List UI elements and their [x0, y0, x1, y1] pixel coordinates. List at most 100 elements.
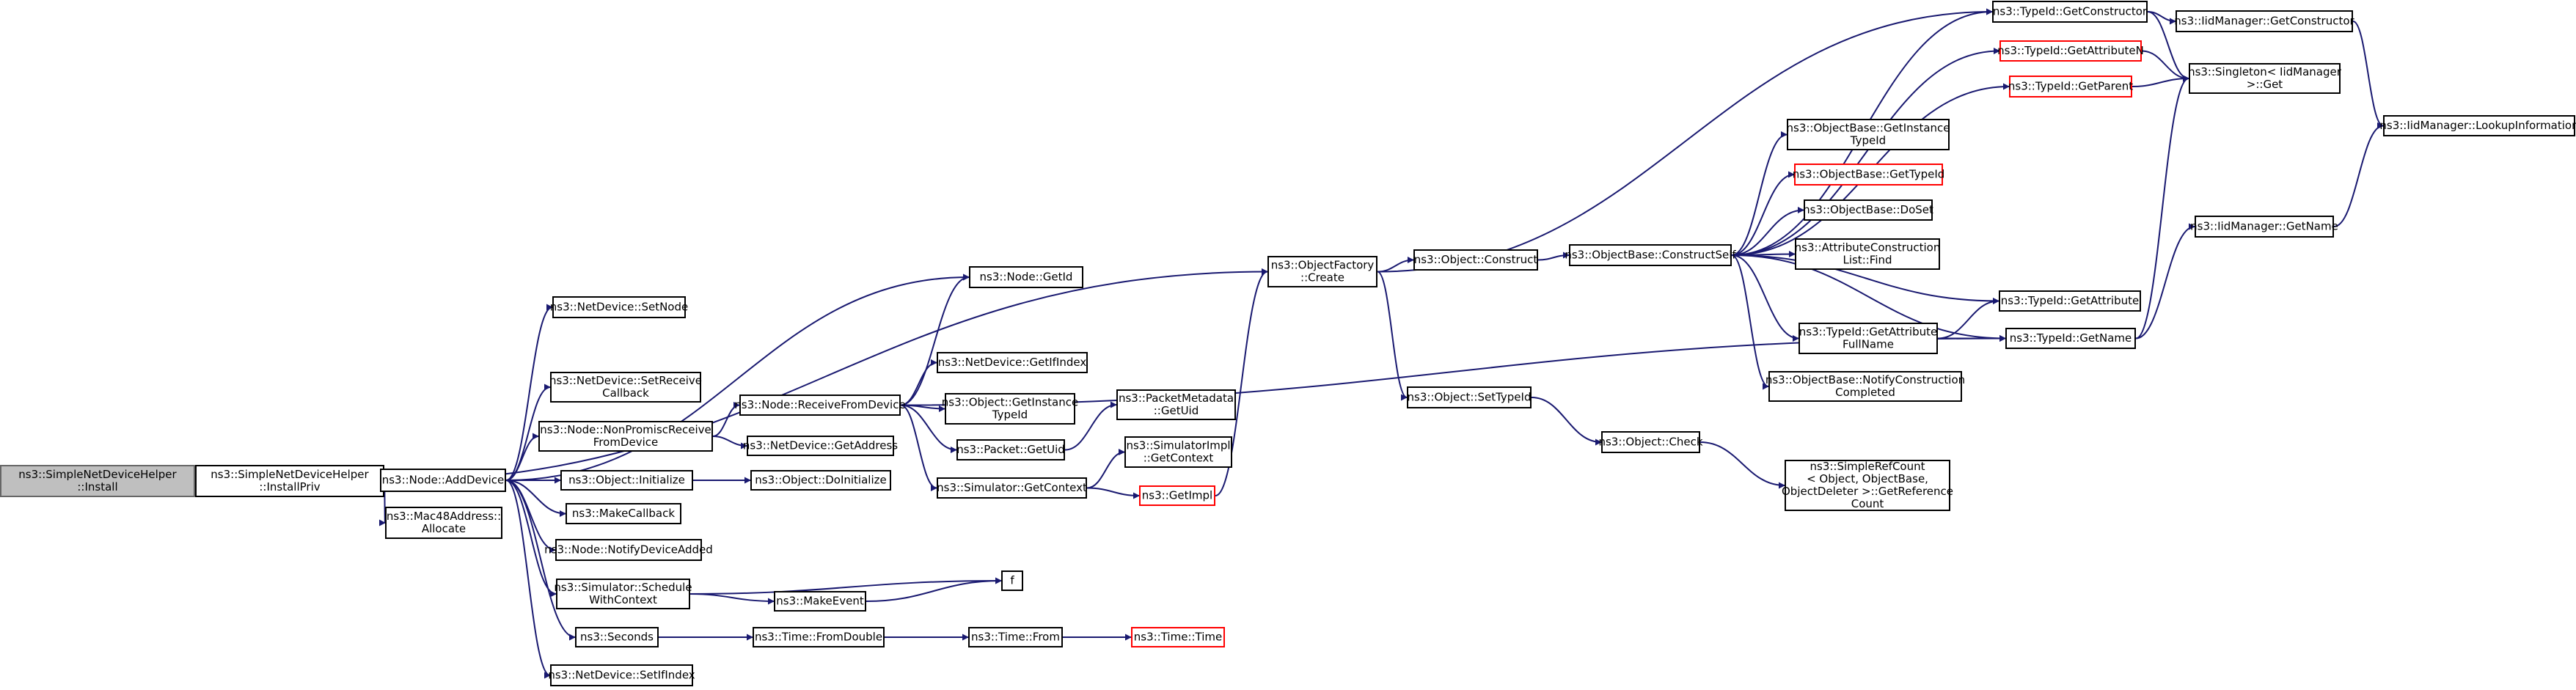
edge-constructself-to-tidgetattrn [1731, 48, 2000, 256]
node-tidgetattr[interactable]: ns3::TypeId::GetAttribute [1999, 290, 2141, 312]
node-simplerefcount[interactable]: ns3::SimpleRefCount< Object, ObjectBase,… [1782, 460, 1953, 511]
node-obnotify[interactable]: ns3::ObjectBase::NotifyConstructionCompl… [1765, 371, 1965, 402]
node-objdoinit[interactable]: ns3::Object::DoInitialize [750, 470, 891, 491]
node-pktmetauid[interactable]: ns3::PacketMetadata::GetUid [1116, 389, 1236, 420]
node-label: ns3::Packet::GetUid [956, 443, 1065, 456]
node-install[interactable]: ns3::SimpleNetDeviceHelper::Install [0, 465, 195, 497]
edge-pktgetuid-to-pktmetauid [1064, 401, 1117, 451]
edge-simgetctx-to-getimpl [1086, 487, 1140, 499]
node-label: ns3::Object::GetInstance [942, 396, 1078, 409]
node-box [2009, 76, 2132, 98]
edge-tidgetname-to-iidgetname [2135, 223, 2195, 340]
node-objsettype[interactable]: ns3::Object::SetTypeId [1407, 386, 1532, 408]
edge-constructself-to-tidgetname [1731, 254, 2006, 342]
node-label: ns3::Time::FromDouble [755, 631, 882, 644]
node-iidgetctor[interactable]: ns3::IidManager::GetConstructor [2174, 10, 2355, 32]
node-label: ns3::MakeEvent [776, 595, 864, 608]
node-makecallback[interactable]: ns3::MakeCallback [566, 503, 681, 524]
edge-makeevent-to-f [866, 577, 1002, 602]
edge-constructself-to-tidgetattrfull [1731, 254, 1799, 342]
node-box [1139, 485, 1215, 506]
node-simimplctx[interactable]: ns3::SimulatorImpl::GetContext [1124, 436, 1232, 468]
edge-simgetctx-to-simimplctx [1086, 449, 1125, 489]
node-box [1601, 431, 1700, 453]
node-makeevent[interactable]: ns3::MakeEvent [774, 591, 866, 612]
node-tidgetname[interactable]: ns3::TypeId::GetName [2005, 328, 2136, 349]
node-label: ns3::ObjectBase::ConstructSelf [1565, 249, 1736, 262]
node-objfactory[interactable]: ns3::ObjectFactory::Create [1267, 256, 1377, 287]
edge-simsched-to-makeevent [689, 593, 775, 605]
node-pktgetuid[interactable]: ns3::Packet::GetUid [956, 439, 1065, 460]
edge-constructself-to-obdoset [1731, 207, 1804, 256]
node-label: ns3::Mac48Address:: [387, 510, 501, 523]
node-installpriv[interactable]: ns3::SimpleNetDeviceHelper::InstallPriv [195, 465, 384, 497]
node-iidgetname[interactable]: ns3::IidManager::GetName [2190, 216, 2338, 238]
node-box [1001, 570, 1023, 591]
node-label: ns3::Seconds [580, 631, 654, 644]
node-objcheck[interactable]: ns3::Object::Check [1598, 431, 1703, 453]
node-label: ns3::SimpleNetDeviceHelper [18, 468, 177, 481]
node-fromdouble[interactable]: ns3::Time::FromDouble [753, 627, 885, 647]
node-timefrom[interactable]: ns3::Time::From [968, 627, 1063, 647]
node-box [1407, 386, 1532, 408]
node-noderecv[interactable]: ns3::Node::ReceiveFromDevice [734, 394, 906, 416]
node-label: ns3::TypeId::GetAttribute [2001, 294, 2139, 307]
node-notifydev[interactable]: ns3::Node::NotifyDeviceAdded [544, 539, 713, 561]
edge-tidgetattrfull-to-tidgetattr [1937, 298, 1999, 340]
node-getimpl[interactable]: ns3::GetImpl [1139, 485, 1215, 506]
node-label: ::GetUid [1154, 404, 1199, 417]
node-label: ::GetContext [1144, 452, 1214, 465]
edge-constructself-to-obgettypeid [1731, 171, 1795, 256]
node-timetime[interactable]: ns3::Time::Time [1131, 627, 1225, 647]
node-label: f [1010, 574, 1014, 587]
node-ndsetnode[interactable]: ns3::NetDevice::SetNode [550, 296, 689, 318]
node-constructself[interactable]: ns3::ObjectBase::ConstructSelf [1565, 244, 1736, 266]
node-box [2189, 63, 2341, 94]
node-box [739, 394, 901, 416]
edge-getimpl-to-objfactory [1215, 268, 1268, 496]
node-box [937, 477, 1087, 499]
edge-adddevice-to-nodegetid [505, 274, 970, 481]
node-ndgetifindex[interactable]: ns3::NetDevice::GetIfIndex [937, 352, 1088, 373]
node-box [385, 507, 502, 539]
node-mac48[interactable]: ns3::Mac48Address::Allocate [385, 507, 502, 539]
node-adddevice[interactable]: ns3::Node::AddDevice [380, 469, 506, 492]
node-label: ns3::IidManager::GetConstructor [2174, 15, 2354, 28]
node-ndsetifindex[interactable]: ns3::NetDevice::SetIfIndex [548, 664, 695, 686]
node-objconstruct[interactable]: ns3::Object::Construct [1413, 249, 1538, 271]
node-obgettypeid[interactable]: ns3::ObjectBase::GetTypeId [1793, 164, 1945, 186]
node-tidgetattrn[interactable]: ns3::TypeId::GetAttributeN [1997, 40, 2144, 62]
node-nodegetid[interactable]: ns3::Node::GetId [969, 266, 1083, 288]
node-box [575, 627, 659, 647]
node-simgetctx[interactable]: ns3::Simulator::GetContext [937, 477, 1087, 499]
node-objinit[interactable]: ns3::Object::Initialize [560, 470, 693, 491]
edge-adddevice-to-ndsetifindex [505, 480, 551, 679]
node-box [195, 465, 384, 497]
node-label: WithContext [589, 593, 657, 606]
node-f[interactable]: f [1001, 570, 1023, 591]
edge-nodenonprom-to-ndgetaddr [712, 436, 747, 449]
node-iidlookup[interactable]: ns3::IidManager::LookupInformation [2379, 115, 2576, 136]
node-label: ns3::ObjectBase::GetInstance [1787, 122, 1950, 135]
node-label: ns3::TypeId::GetAttribute [1799, 326, 1937, 339]
edge-objcheck-to-simplerefcount [1699, 441, 1785, 489]
node-box [1413, 249, 1538, 271]
node-tidgetparent[interactable]: ns3::TypeId::GetParent [2008, 76, 2133, 98]
node-label: < Object, ObjectBase, [1807, 472, 1928, 485]
node-obdoset[interactable]: ns3::ObjectBase::DoSet [1803, 199, 1933, 221]
edge-iidgetctor-to-iidlookup [2352, 21, 2384, 129]
node-singleton[interactable]: ns3::Singleton< IidManager>::Get [2188, 63, 2342, 94]
edge-constructself-to-obgetinst [1731, 131, 1788, 256]
node-ndgetaddr[interactable]: ns3::NetDevice::GetAddress [743, 436, 898, 456]
node-seconds[interactable]: ns3::Seconds [575, 627, 659, 647]
node-label: ns3::GetImpl [1142, 489, 1212, 502]
node-tidgetctor[interactable]: ns3::TypeId::GetConstructor [1992, 1, 2148, 23]
node-label: ns3::AttributeConstruction [1795, 241, 1941, 254]
